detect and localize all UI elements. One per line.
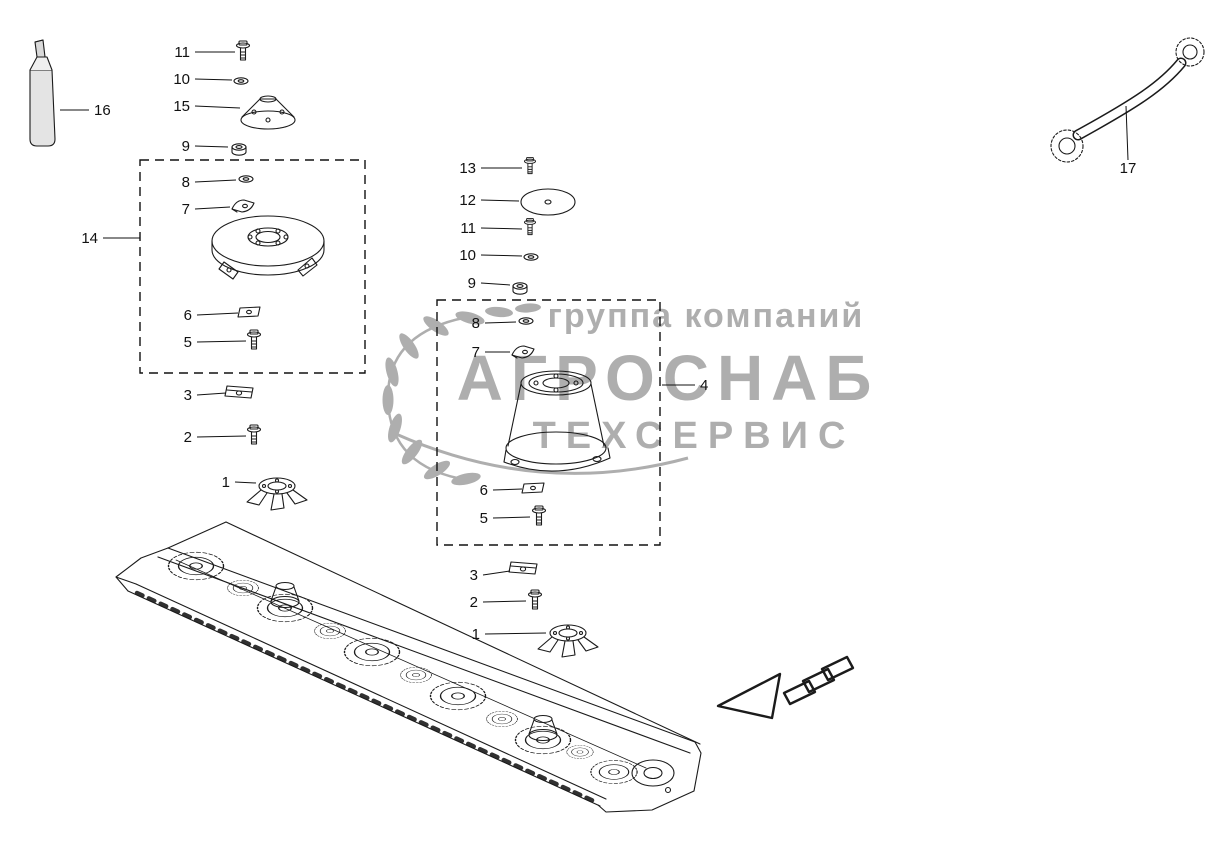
watermark-line2: АГРОСНАБ (457, 342, 880, 414)
rotor-star-icon (314, 622, 346, 640)
nut-part-9-center (512, 282, 528, 295)
callout-9-left: 9 (182, 138, 190, 155)
drum-part-4 (503, 370, 611, 472)
rotor-star-icon (590, 759, 638, 785)
callout-12: 12 (459, 192, 476, 209)
laurel-wreath-icon (382, 303, 689, 486)
rotor-star-icon (429, 681, 487, 711)
cone-cap-part-15 (240, 95, 296, 130)
callout-17: 17 (1120, 160, 1137, 177)
leader-line (194, 145, 229, 148)
callout-7-center: 7 (472, 344, 480, 361)
leader-line (234, 481, 257, 484)
leader-line (482, 600, 527, 603)
callout-9-center: 9 (468, 275, 476, 292)
bolt-part-11-left (235, 40, 251, 61)
leader-line (480, 227, 523, 230)
washer-part-8-center (518, 317, 534, 325)
leader-line (480, 254, 523, 257)
callout-6-center: 6 (480, 482, 488, 499)
cutter-bar-assembly (115, 521, 702, 813)
callout-8-left: 8 (182, 174, 190, 191)
rotor-star-icon (566, 745, 594, 759)
callout-1-left: 1 (222, 474, 230, 491)
rotor-hub-cone (528, 714, 558, 742)
leader-line (492, 488, 523, 491)
callout-7-left: 7 (182, 201, 190, 218)
callout-1-center: 1 (472, 626, 480, 643)
callout-13: 13 (459, 160, 476, 177)
spider-hub-part-1-center (537, 624, 599, 658)
group-box-14 (139, 159, 366, 374)
rotor-star-icon (400, 666, 432, 684)
bolt-part-5-center (531, 505, 547, 526)
leader-line (196, 435, 247, 438)
leader-line (194, 78, 233, 81)
rotor-hub-cone (270, 581, 300, 609)
group-box-4 (436, 299, 661, 546)
wrench-part (1050, 37, 1205, 163)
callout-3-center: 3 (470, 567, 478, 584)
callout-14: 14 (81, 230, 98, 247)
rotor-star-icon (343, 637, 401, 667)
leader-line (482, 570, 511, 576)
callout-3-left: 3 (184, 387, 192, 404)
leader-line (194, 206, 231, 210)
screw-part-13 (524, 156, 536, 175)
leader-line (194, 105, 241, 109)
leader-line (194, 179, 237, 183)
callout-5-left: 5 (184, 334, 192, 351)
callout-5-center: 5 (480, 510, 488, 527)
shim-disc-part-12 (520, 188, 576, 216)
bolt-part-5-left (246, 329, 262, 350)
callout-10-center: 10 (459, 247, 476, 264)
callout-11-center: 11 (460, 220, 476, 237)
plate-part-6-left (237, 306, 261, 318)
callout-2-center: 2 (470, 594, 478, 611)
watermark: группа компаний АГРОСНАБ ТЕХСЕРВИС (382, 297, 880, 486)
plate-part-6-center (521, 482, 545, 494)
callout-16: 16 (94, 102, 111, 119)
leader-line (196, 340, 247, 343)
callout-4: 4 (700, 377, 708, 394)
blade-part-3-center (508, 561, 538, 575)
callout-8-center: 8 (472, 315, 480, 332)
callout-2-left: 2 (184, 429, 192, 446)
rotor-star-icon (486, 710, 518, 728)
washer-part-10-center (523, 253, 539, 261)
leader-line (196, 312, 239, 316)
direction-arrow-icon (716, 655, 855, 720)
leader-line (492, 516, 531, 519)
washer-part-10-left (233, 77, 249, 85)
callout-6-left: 6 (184, 307, 192, 324)
watermark-line1: группа компаний (548, 297, 865, 335)
blade-part-3-left (224, 385, 254, 399)
rotor-star-icon (167, 551, 225, 581)
nut-part-9-left (231, 143, 247, 156)
leader-line (484, 632, 547, 635)
bolt-part-2-left (246, 424, 262, 445)
holder-part-7-left (231, 199, 255, 213)
rotor-disc-part-14 (211, 215, 325, 280)
leader-line (480, 199, 520, 202)
leader-line (484, 321, 517, 324)
bolt-part-2-center (527, 589, 543, 610)
callout-10-left: 10 (173, 71, 190, 88)
sealant-tube-part (29, 39, 56, 147)
callout-15: 15 (173, 98, 190, 115)
watermark-line3: ТЕХСЕРВИС (533, 415, 856, 457)
callout-11-left: 11 (174, 44, 190, 61)
leader-line (480, 282, 511, 286)
bolt-part-11-center (524, 217, 536, 236)
washer-part-8-left (238, 175, 254, 183)
leader-line (1125, 105, 1129, 161)
leader-line (196, 392, 227, 396)
